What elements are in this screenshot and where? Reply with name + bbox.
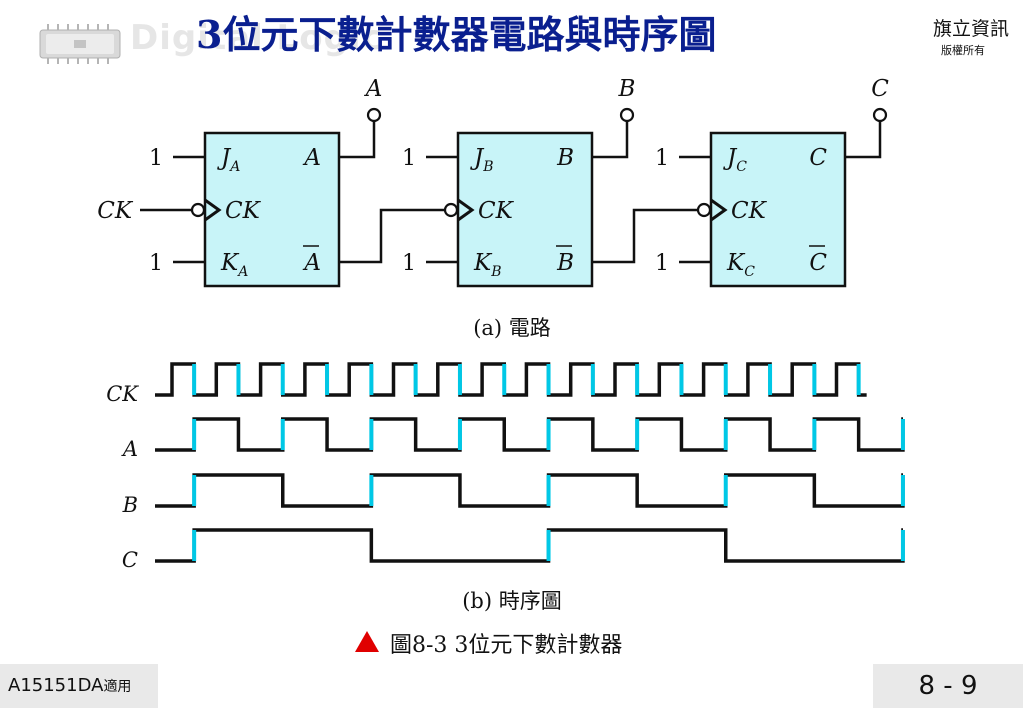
course-suffix: 適用 (103, 679, 132, 695)
page-number: 8 - 9 (873, 664, 1023, 708)
clock-input-label: CK (97, 198, 134, 224)
k-input-value: 1 (402, 251, 416, 276)
course-code: A15151DA (8, 675, 104, 696)
q-bar-label: A (302, 250, 321, 276)
q-label: A (302, 145, 321, 171)
inversion-bubble-icon (443, 202, 459, 218)
signal-c: C (122, 528, 905, 572)
k-label: KC (726, 250, 755, 280)
figure-marker-icon (355, 631, 379, 652)
circuit-caption: (a) 電路 (473, 316, 551, 340)
chip-logo-icon (39, 24, 121, 64)
signal-label: CK (106, 382, 139, 406)
k-label: KB (473, 250, 501, 280)
signal-label: B (122, 493, 138, 517)
ck-label: CK (478, 198, 515, 224)
output-label: C (871, 76, 889, 102)
output-terminal-icon (872, 107, 888, 123)
timing-caption: (b) 時序圖 (462, 589, 562, 613)
signal-label: C (122, 548, 138, 572)
q-bar-label: B (556, 250, 574, 276)
signal-b: B (122, 473, 905, 517)
publisher-label: 旗立資訊 (932, 18, 1009, 40)
j-label: JB (470, 145, 494, 175)
output-label: B (618, 76, 636, 102)
q-label: C (809, 145, 827, 171)
brand-watermark: Digital Logic (130, 18, 383, 58)
j-label: JA (217, 145, 240, 175)
signal-ck: CK (106, 362, 867, 406)
clock-triangle-icon (710, 198, 728, 222)
figure-caption: 圖8-3 3位元下數計數器 (390, 633, 623, 658)
rights-label: 版權所有 (941, 44, 985, 57)
output-label: A (364, 76, 383, 102)
output-terminal-icon (619, 107, 635, 123)
signal-label: A (121, 437, 138, 461)
clock-triangle-icon (457, 198, 475, 222)
q-label: B (556, 145, 574, 171)
page-title: 3位元下數計數器電路與時序圖 (196, 12, 717, 57)
q-bar-label: C (809, 250, 827, 276)
ck-label: CK (731, 198, 768, 224)
k-input-value: 1 (149, 251, 163, 276)
flip-flop-b: 1 1 JB KB B B CK B (402, 76, 698, 288)
j-input-value: 1 (402, 146, 416, 171)
inversion-bubble-icon (696, 202, 712, 218)
output-terminal-icon (366, 107, 382, 123)
circuit-diagram: 1 1 JA KA A A CK A 1 1 JB KB B B CK B 1 1 JC KC C C CK C CK (a) … (97, 76, 889, 340)
timing-diagram: CK A B C (b) 時序圖 (106, 362, 905, 613)
flip-flop-a: 1 1 JA KA A A CK A (149, 76, 445, 288)
flip-flop-c: 1 1 JC KC C C CK C (655, 76, 889, 288)
ck-label: CK (225, 198, 262, 224)
footer-course: A15151DA適用 (0, 664, 158, 708)
k-input-value: 1 (655, 251, 669, 276)
j-input-value: 1 (655, 146, 669, 171)
inversion-bubble-icon (190, 202, 206, 218)
clock-triangle-icon (204, 198, 222, 222)
signal-a: A (121, 417, 905, 461)
j-input-value: 1 (149, 146, 163, 171)
j-label: JC (723, 145, 747, 175)
k-label: KA (220, 250, 248, 280)
